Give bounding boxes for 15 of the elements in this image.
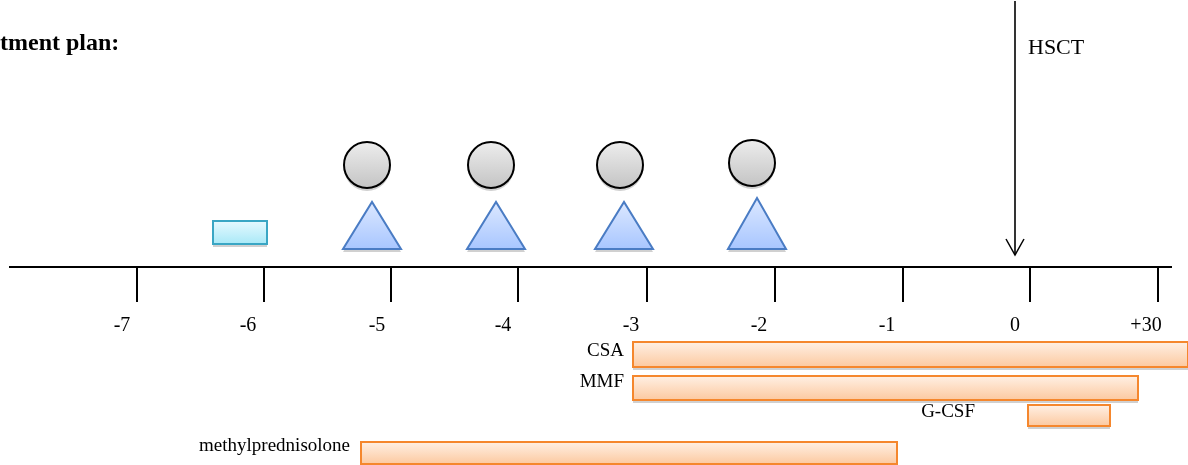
- tick-label: -2: [750, 314, 768, 334]
- drug-label: CSA: [587, 340, 624, 359]
- tick-label: -7: [113, 314, 131, 334]
- tick-label: -6: [239, 314, 257, 334]
- event-label: HSCT: [1028, 36, 1085, 58]
- tick-label: 0: [1010, 314, 1020, 334]
- tick-label: -1: [878, 314, 896, 334]
- tick-label: +30: [1130, 314, 1162, 334]
- diagram-title: tment plan:: [0, 30, 120, 54]
- drug-label: MMF: [579, 371, 624, 390]
- drug-label: methylprednisolone: [199, 435, 350, 454]
- tick-label: -5: [368, 314, 386, 334]
- drug-label: G-CSF: [921, 401, 975, 420]
- tick-label: -3: [622, 314, 640, 334]
- tick-label: -4: [494, 314, 512, 334]
